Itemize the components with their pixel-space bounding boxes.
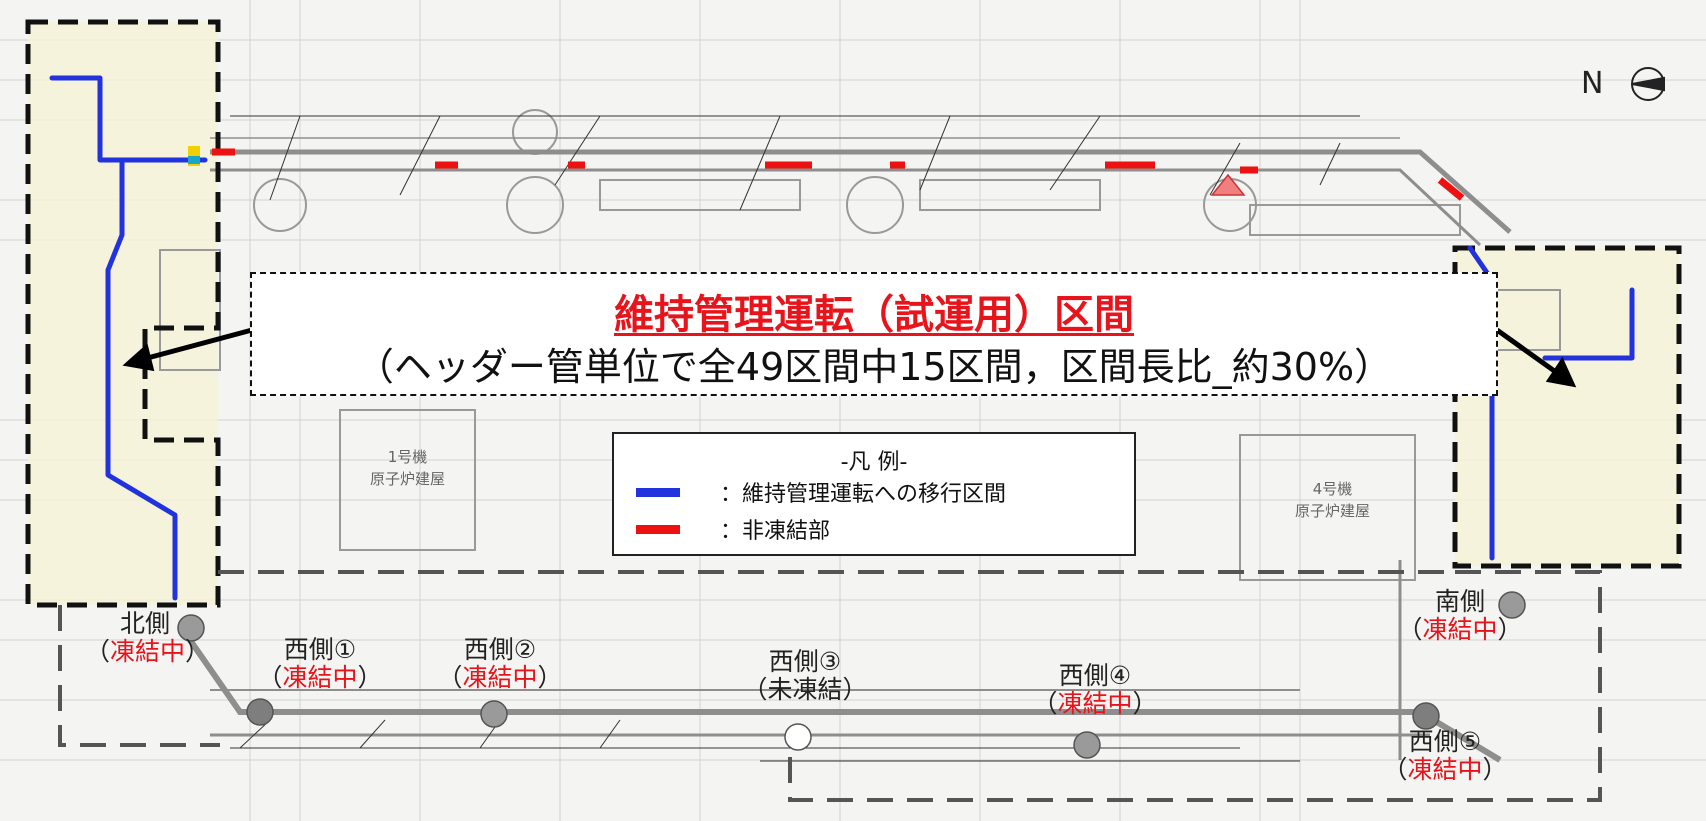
point-west-2 [480,700,508,728]
north-indicator: N [1581,66,1667,102]
point-status: 凍結中 [462,663,538,692]
legend-label-maintenance: ：維持管理運転への移行区間 [720,482,1007,507]
building-unit1: 1号機 原子炉建屋 [345,446,470,490]
point-label-north: 北側 （凍結中） [85,609,211,666]
red-swatch [636,524,680,534]
point-name: 南側 [1434,587,1485,616]
non-frozen-segments [212,148,1465,201]
point-status: 凍結中 [282,663,358,692]
legend-title: -凡 例- [840,450,908,475]
blue-swatch [636,487,680,497]
north-label: N [1581,66,1604,101]
point-west-1 [246,698,274,726]
warning-triangle [1210,173,1246,196]
legend-item-maintenance: ：維持管理運転への移行区間 [636,477,1006,507]
valve-marker-2 [188,156,200,164]
point-name: 西側④ [1058,661,1132,690]
point-name: 西側⑤ [1408,727,1482,756]
callout-subtitle: （ヘッダー管単位で全49区間中15区間，区間長比_約30%） [355,345,1393,389]
frozen-area-boundary [58,570,1602,802]
building-unit4: 4号機 原子炉建屋 [1270,478,1395,522]
building-unit4-name: 4号機 [1312,480,1353,498]
building-unit1-name: 1号機 [387,448,428,466]
point-north [177,614,205,642]
north-area-highlight [28,22,218,605]
point-name: 西側② [463,635,537,664]
point-west-3 [784,723,812,751]
callout-arrows [122,327,1577,388]
point-label-south: 南側 （凍結中） [1390,588,1530,644]
point-status: 凍結中 [1422,615,1498,644]
legend-item-non-frozen: ：非凍結部 [636,514,830,544]
point-status: 未凍結 [767,675,843,704]
building-unit4-type: 原子炉建屋 [1294,502,1370,520]
legend: -凡 例- ：維持管理運転への移行区間 ：非凍結部 [612,432,1136,556]
point-label-west-4: 西側④ （凍結中） [1025,662,1165,718]
point-name: 西側① [283,635,357,664]
point-status: 凍結中 [110,637,186,666]
monitoring-points [177,591,1526,759]
point-status: 凍結中 [1057,689,1133,718]
dashed-boundaries [25,19,1682,608]
building-unit1-type: 原子炉建屋 [369,470,445,488]
point-south [1498,591,1526,619]
maintenance-section-callout: 維持管理運転（試運用）区間 （ヘッダー管単位で全49区間中15区間，区間長比_約… [250,272,1498,396]
point-label-west-5: 西側⑤ （凍結中） [1375,728,1515,784]
west-pipe-corridor [187,560,1502,763]
point-label-west-3: 西側③ （未凍結） [735,648,875,704]
equipment-outlines [159,109,1561,581]
north-pipe-corridor [210,137,1512,247]
callout-title: 維持管理運転（試運用）区間 [614,292,1134,338]
point-label-west-1: 西側① （凍結中） [250,636,390,692]
north-arrow-icon [1631,67,1665,101]
legend-label-non-frozen: ：非凍結部 [720,519,831,544]
header-dimension-lines [230,115,1360,762]
point-name: 北側 [119,609,170,638]
point-west-4 [1073,731,1101,759]
point-status: 凍結中 [1407,755,1483,784]
point-name: 西側③ [768,647,842,676]
point-west-5 [1412,702,1440,730]
point-label-west-2: 西側② （凍結中） [430,636,570,692]
